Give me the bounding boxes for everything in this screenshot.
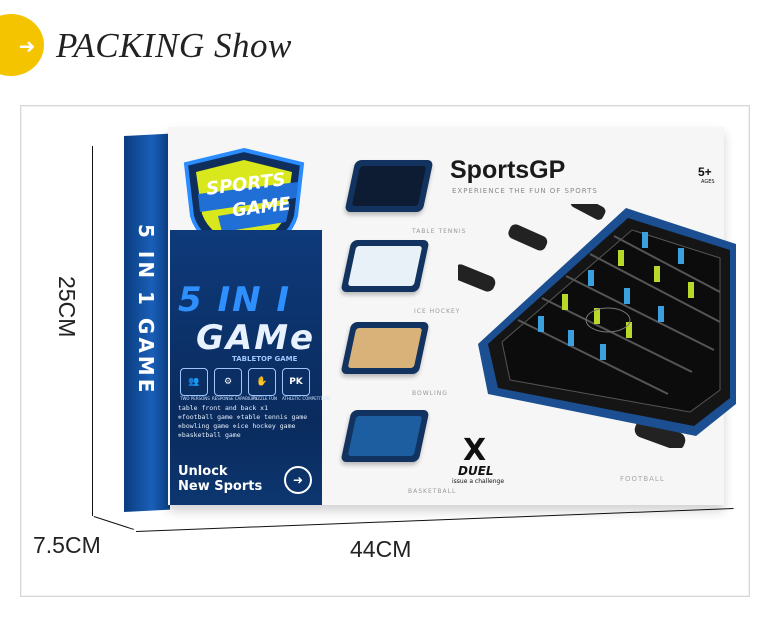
- mini-bowling: [340, 322, 430, 374]
- foosball-table-image: [458, 204, 736, 448]
- games-line: table front and back x1: [178, 404, 269, 412]
- title-game: GAMe: [196, 318, 316, 358]
- mini-caption: ICE HOCKEY: [414, 308, 461, 315]
- depth-label: 7.5CM: [33, 532, 101, 558]
- unlock-text: Unlock New Sports: [178, 464, 262, 494]
- mini-ice-hockey: [340, 240, 430, 292]
- feature-caption: PUZZLE FUN: [252, 396, 277, 401]
- duel-logo-subtitle: issue a challenge: [452, 478, 505, 485]
- play-arrow-icon: ➜: [284, 466, 312, 494]
- mini-table-tennis: [344, 160, 434, 212]
- duel-logo-mark: X: [463, 433, 487, 468]
- games-list: table front and back x1 ✲football game ✲…: [178, 404, 324, 440]
- games-line: ✲basketball game: [178, 431, 241, 439]
- box-side-text: 5 IN 1 GAME: [134, 224, 158, 396]
- mini-basketball: [340, 410, 430, 462]
- width-label: 44CM: [350, 536, 412, 562]
- mini-caption: BASKETBALL: [408, 488, 457, 495]
- front-blue-panel: [170, 230, 322, 505]
- brand-name: SportsGP: [450, 156, 566, 184]
- mini-caption: TABLE TENNIS: [412, 228, 467, 235]
- title-5-in-1: 5 IN I: [178, 280, 292, 320]
- product-frame: [20, 105, 750, 597]
- unlock-line: Unlock: [178, 464, 228, 479]
- two-persons-icon: 👥: [180, 368, 208, 396]
- games-line: ✲football game ✲table tennis game: [178, 413, 308, 421]
- response-capability-icon: ⚙: [214, 368, 242, 396]
- athletic-competition-icon: PK: [282, 368, 310, 396]
- feature-caption: RESPONSE CAPABILITY: [212, 396, 258, 401]
- duel-logo-title: DUEL: [458, 464, 494, 478]
- feature-icons: 👥 ⚙ ✋ PK: [180, 368, 320, 396]
- brand-tagline: EXPERIENCE THE FUN OF SPORTS: [452, 187, 598, 195]
- height-dimension-line: [92, 146, 93, 516]
- puzzle-fun-icon: ✋: [248, 368, 276, 396]
- subtitle: TABLETOP GAME: [232, 355, 298, 363]
- feature-caption: ATHLETIC COMPETITION: [282, 396, 331, 401]
- games-line: ✲bowling game ✲ice hockey game: [178, 422, 296, 430]
- age-badge: 5+: [698, 165, 712, 179]
- feature-caption: TWO PERSONS: [180, 396, 210, 401]
- age-label: AGES: [701, 179, 715, 185]
- page-title: PACKING Show: [56, 26, 292, 65]
- arrow-right-icon: ➜: [18, 34, 36, 58]
- mini-caption: BOWLING: [412, 390, 448, 397]
- football-caption: FOOTBALL: [620, 475, 665, 483]
- unlock-line: New Sports: [178, 479, 263, 494]
- height-label: 25CM: [54, 276, 80, 338]
